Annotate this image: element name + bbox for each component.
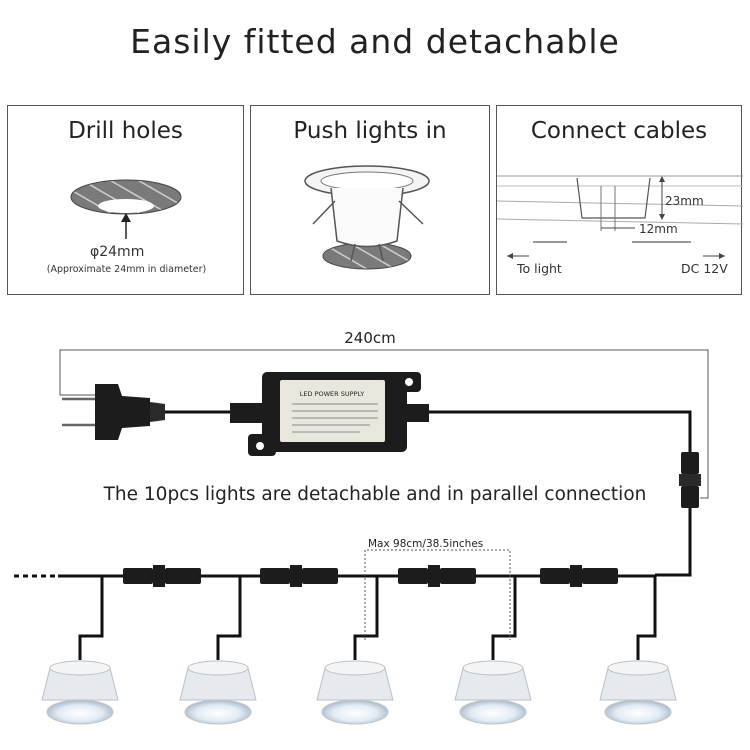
- drill-hole-illustration: [70, 179, 182, 239]
- plug-icon: [62, 384, 165, 440]
- to-light-label: To light: [517, 261, 562, 276]
- light-fixture: [179, 660, 257, 725]
- parallel-connection-caption: The 10pcs lights are detachable and in p…: [103, 484, 647, 505]
- drill-holes-title: Drill holes: [68, 118, 183, 144]
- light-fixture: [41, 660, 119, 725]
- output-cable: [429, 410, 692, 452]
- max-spacing-label: Max 98cm/38.5inches: [368, 538, 484, 550]
- drill-holes-panel: Drill holes φ24mm (Approximate 24mm in d…: [7, 105, 244, 295]
- page-title: Easily fitted and detachable: [130, 22, 620, 61]
- cable-cross-section: [497, 175, 743, 259]
- dc-12v-label: DC 12V: [681, 261, 728, 276]
- drill-diameter-label: φ24mm: [90, 244, 145, 260]
- cable-length-label: 240cm: [344, 329, 396, 347]
- light-fixtures: [41, 660, 677, 725]
- width-label: 12mm: [639, 222, 678, 236]
- light-fixture: [599, 660, 677, 725]
- power-supply-label: LED POWER SUPPLY: [300, 390, 364, 398]
- inline-connectors: [123, 565, 618, 587]
- push-light-illustration: [304, 165, 430, 270]
- depth-label: 23mm: [665, 194, 704, 208]
- trunk-cable: [58, 574, 657, 660]
- connect-cables-panel: Connect cables 23mm 12mm To light DC 12V: [496, 105, 743, 295]
- push-lights-panel: Push lights in: [250, 105, 490, 295]
- main-connector: [679, 452, 701, 508]
- power-supply-adapter: LED POWER SUPPLY: [248, 372, 429, 456]
- light-fixture: [316, 660, 394, 725]
- push-lights-title: Push lights in: [293, 118, 447, 144]
- spacing-bracket: [364, 549, 511, 640]
- drill-diameter-note: (Approximate 24mm in diameter): [46, 264, 207, 275]
- connect-cables-title: Connect cables: [530, 118, 708, 144]
- light-fixture: [454, 660, 532, 725]
- length-bracket: [59, 349, 709, 499]
